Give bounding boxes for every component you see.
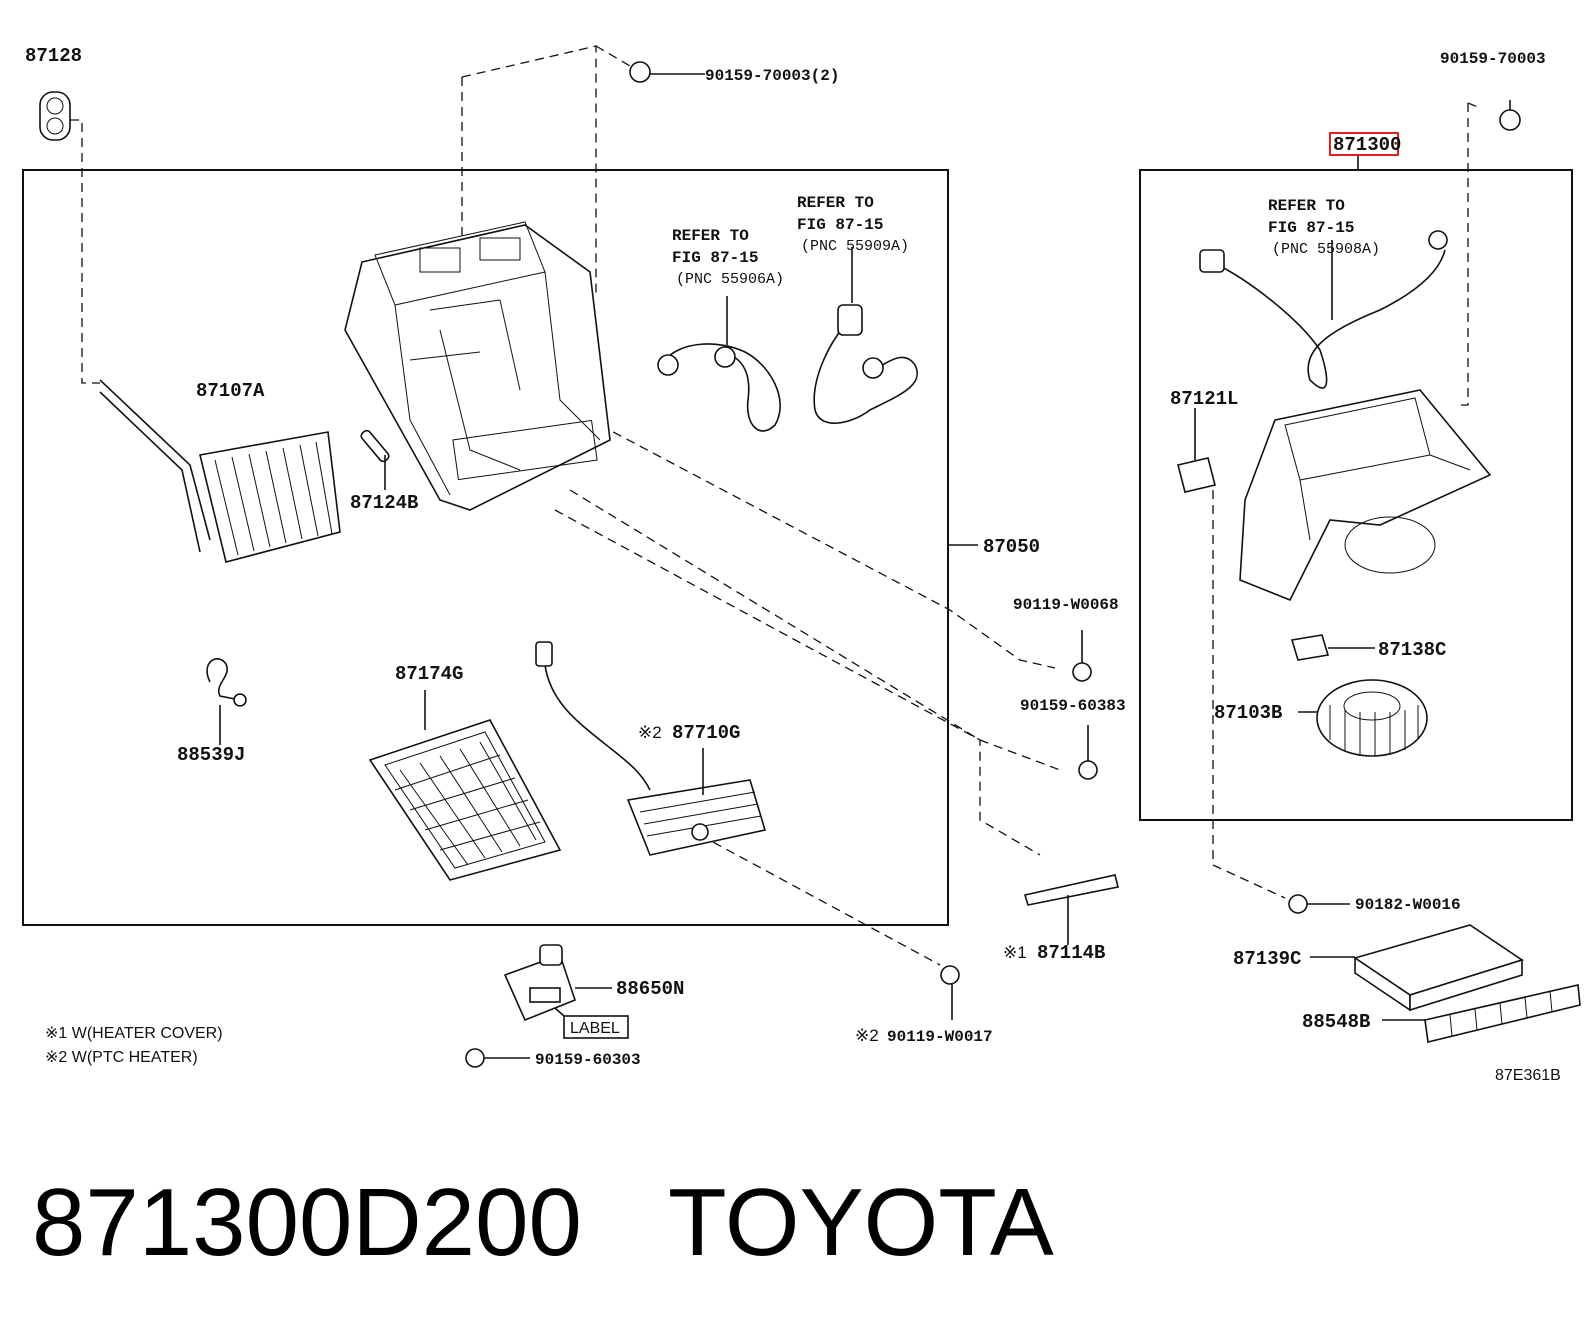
label-88548b: 88548B bbox=[1302, 1011, 1370, 1033]
filter-element-icon bbox=[1382, 984, 1581, 1043]
label-87138c: 87138C bbox=[1378, 639, 1446, 661]
blower-motor-icon bbox=[1298, 679, 1428, 757]
label-87107a: 87107A bbox=[196, 380, 265, 402]
actuator-88650n-icon bbox=[503, 944, 629, 1039]
label-tag-text: LABEL bbox=[570, 1020, 620, 1037]
label-87114b: 87114B bbox=[1037, 942, 1105, 964]
mark-2-b: ※2 bbox=[855, 1026, 879, 1045]
highlighted-part-box bbox=[1329, 132, 1399, 156]
servo-motor-harness-left-icon bbox=[657, 296, 781, 432]
footer-part-number: 871300D200 bbox=[32, 1169, 582, 1276]
label-90119-w0068: 90119-W0068 bbox=[1013, 596, 1119, 614]
svg-text:(PNC 55909A): (PNC 55909A) bbox=[801, 238, 909, 255]
refer-block-3: REFER TO FIG 87-15 (PNC 55908A) bbox=[1268, 197, 1380, 258]
diagram-code: 87E361B bbox=[1495, 1067, 1561, 1084]
blower-unit-frame bbox=[1139, 169, 1573, 821]
dashed-connectors bbox=[70, 45, 1481, 966]
label-87174g: 87174G bbox=[395, 663, 463, 685]
blower-wire-harness-icon bbox=[1199, 230, 1448, 389]
label-90159-70003-2: 90159-70003(2) bbox=[705, 67, 839, 85]
refer-block-2: REFER TO FIG 87-15 (PNC 55909A) bbox=[797, 194, 909, 255]
label-87128: 87128 bbox=[25, 45, 82, 67]
seal-strip-icon bbox=[360, 429, 390, 490]
svg-text:(PNC 55906A): (PNC 55906A) bbox=[676, 271, 784, 288]
ptc-heater-icon bbox=[535, 641, 767, 856]
label-871300: 871300 bbox=[1333, 134, 1401, 156]
footer-brand: TOYOTA bbox=[668, 1169, 1054, 1276]
label-87050: 87050 bbox=[983, 536, 1040, 558]
svg-text:REFER TO: REFER TO bbox=[797, 194, 874, 212]
label-88650n: 88650N bbox=[616, 978, 684, 1000]
heater-core-icon bbox=[99, 379, 341, 563]
label-90159-70003: 90159-70003 bbox=[1440, 50, 1546, 68]
label-87121l: 87121L bbox=[1170, 388, 1238, 410]
grommet-87128-icon bbox=[39, 91, 71, 141]
label-90159-60383: 90159-60383 bbox=[1020, 697, 1126, 715]
footnote-ptc-heater: ※2 W(PTC HEATER) bbox=[45, 1049, 198, 1066]
footnote-heater-cover: ※1 W(HEATER COVER) bbox=[45, 1025, 223, 1042]
refer-block-1: REFER TO FIG 87-15 (PNC 55906A) bbox=[672, 227, 784, 288]
label-90182-w0016: 90182-W0016 bbox=[1355, 896, 1461, 914]
blower-resistor-icon bbox=[1290, 634, 1375, 661]
clip-88539j-icon bbox=[206, 658, 247, 745]
svg-text:REFER TO: REFER TO bbox=[1268, 197, 1345, 215]
label-87710g: 87710G bbox=[672, 722, 740, 744]
heater-case-icon bbox=[344, 221, 611, 511]
heater-cover-frame-icon bbox=[368, 690, 562, 881]
svg-text:FIG 87-15: FIG 87-15 bbox=[797, 216, 883, 234]
label-87139c: 87139C bbox=[1233, 948, 1301, 970]
mark-2-a: ※2 bbox=[638, 723, 662, 742]
label-87124b: 87124B bbox=[350, 492, 418, 514]
servo-motor-harness-right-icon bbox=[813, 247, 918, 424]
label-87103b: 87103B bbox=[1214, 702, 1282, 724]
svg-text:FIG 87-15: FIG 87-15 bbox=[1268, 219, 1354, 237]
blower-part-87121l-icon bbox=[1177, 408, 1216, 493]
blower-case-icon bbox=[1239, 389, 1492, 602]
label-tag-frame bbox=[563, 1015, 629, 1039]
mark-1: ※1 bbox=[1003, 943, 1027, 962]
svg-text:(PNC 55908A): (PNC 55908A) bbox=[1272, 241, 1380, 258]
cabin-air-filter-icon bbox=[1310, 924, 1524, 1012]
label-90119-w0017: 90119-W0017 bbox=[887, 1028, 993, 1046]
screw-icons bbox=[465, 61, 1521, 1068]
label-88539j: 88539J bbox=[177, 744, 245, 766]
part-labels: 87128 90159-70003(2) 90159-70003 871300 … bbox=[25, 45, 1546, 1069]
heater-cover-strip-icon bbox=[1023, 874, 1119, 945]
heater-unit-frame bbox=[22, 169, 949, 926]
svg-text:REFER TO: REFER TO bbox=[672, 227, 749, 245]
svg-text:FIG 87-15: FIG 87-15 bbox=[672, 249, 758, 267]
label-90159-60303: 90159-60303 bbox=[535, 1051, 641, 1069]
